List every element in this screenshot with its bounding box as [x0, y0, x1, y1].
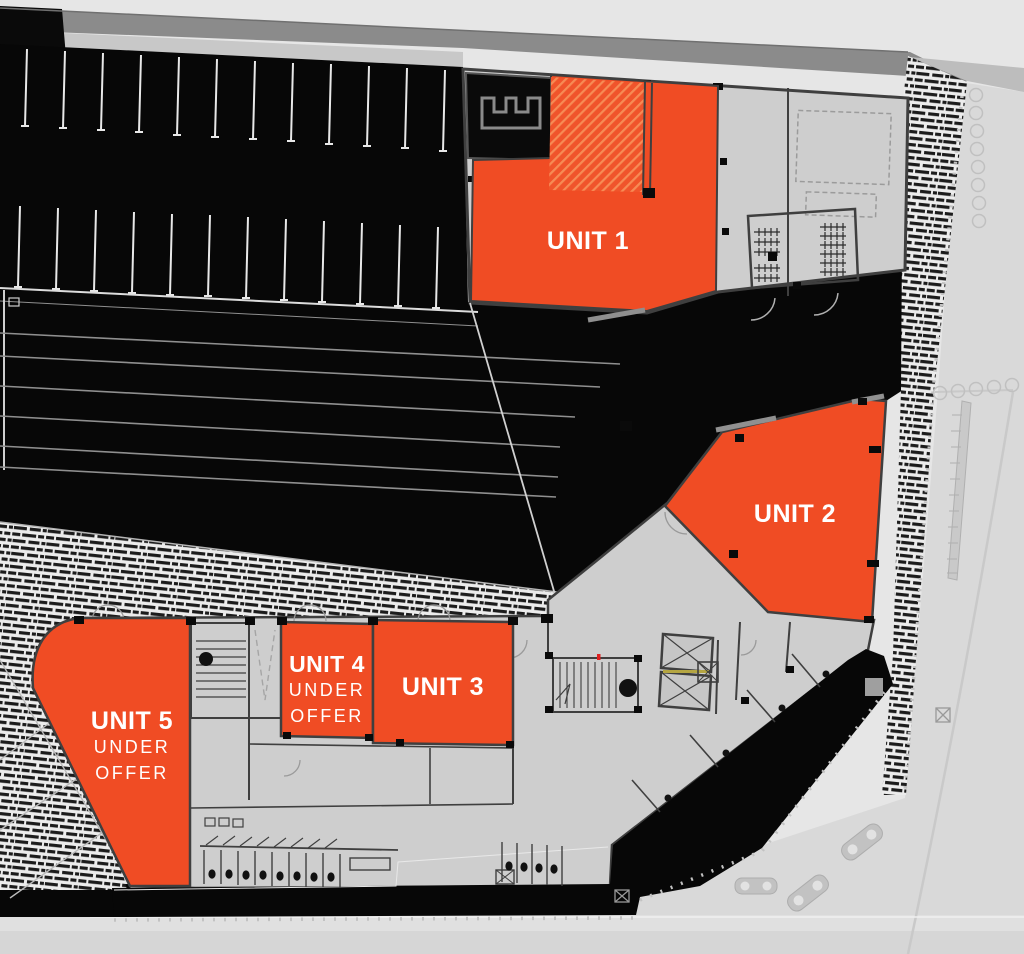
unit-5-area[interactable] — [31, 616, 192, 888]
unit-3-label[interactable]: UNIT 3 — [401, 673, 485, 701]
dock-symbol — [480, 96, 542, 130]
survey-marker — [597, 654, 601, 660]
store-x — [495, 869, 515, 885]
benches — [734, 707, 951, 912]
unit-4-label[interactable]: UNIT 4 UNDER OFFER — [288, 651, 366, 726]
toilet-block — [199, 817, 563, 888]
parking-area — [0, 44, 905, 917]
courtyard-details — [469, 292, 839, 599]
stair-core — [552, 657, 639, 713]
bike-store — [746, 207, 860, 290]
dashed-zone — [795, 109, 893, 218]
paving — [0, 82, 1024, 954]
road-band — [0, 6, 1024, 92]
lift-shafts — [657, 632, 715, 712]
corridor-mark — [254, 629, 276, 701]
ramp — [947, 400, 972, 581]
unit-5-label[interactable]: UNIT 5 UNDER OFFER — [90, 707, 174, 783]
unit-1-area[interactable] — [469, 73, 720, 313]
small-lift — [697, 661, 719, 683]
plant-room — [464, 71, 552, 162]
hatch-marker — [614, 889, 630, 903]
shadow-band — [112, 649, 893, 922]
manhole-marker — [935, 707, 951, 723]
tree-circles — [932, 87, 1020, 401]
unit-2-area[interactable] — [663, 393, 888, 624]
unit-2-label[interactable]: UNIT 2 — [753, 500, 837, 528]
interior-walls — [91, 511, 830, 885]
parking-stall-lines — [0, 48, 479, 470]
unit-1-label[interactable]: UNIT 1 — [546, 227, 630, 255]
wall-caps — [74, 614, 794, 748]
rail-lines — [0, 332, 621, 498]
unit-1-mezzanine-hatch — [549, 77, 644, 192]
